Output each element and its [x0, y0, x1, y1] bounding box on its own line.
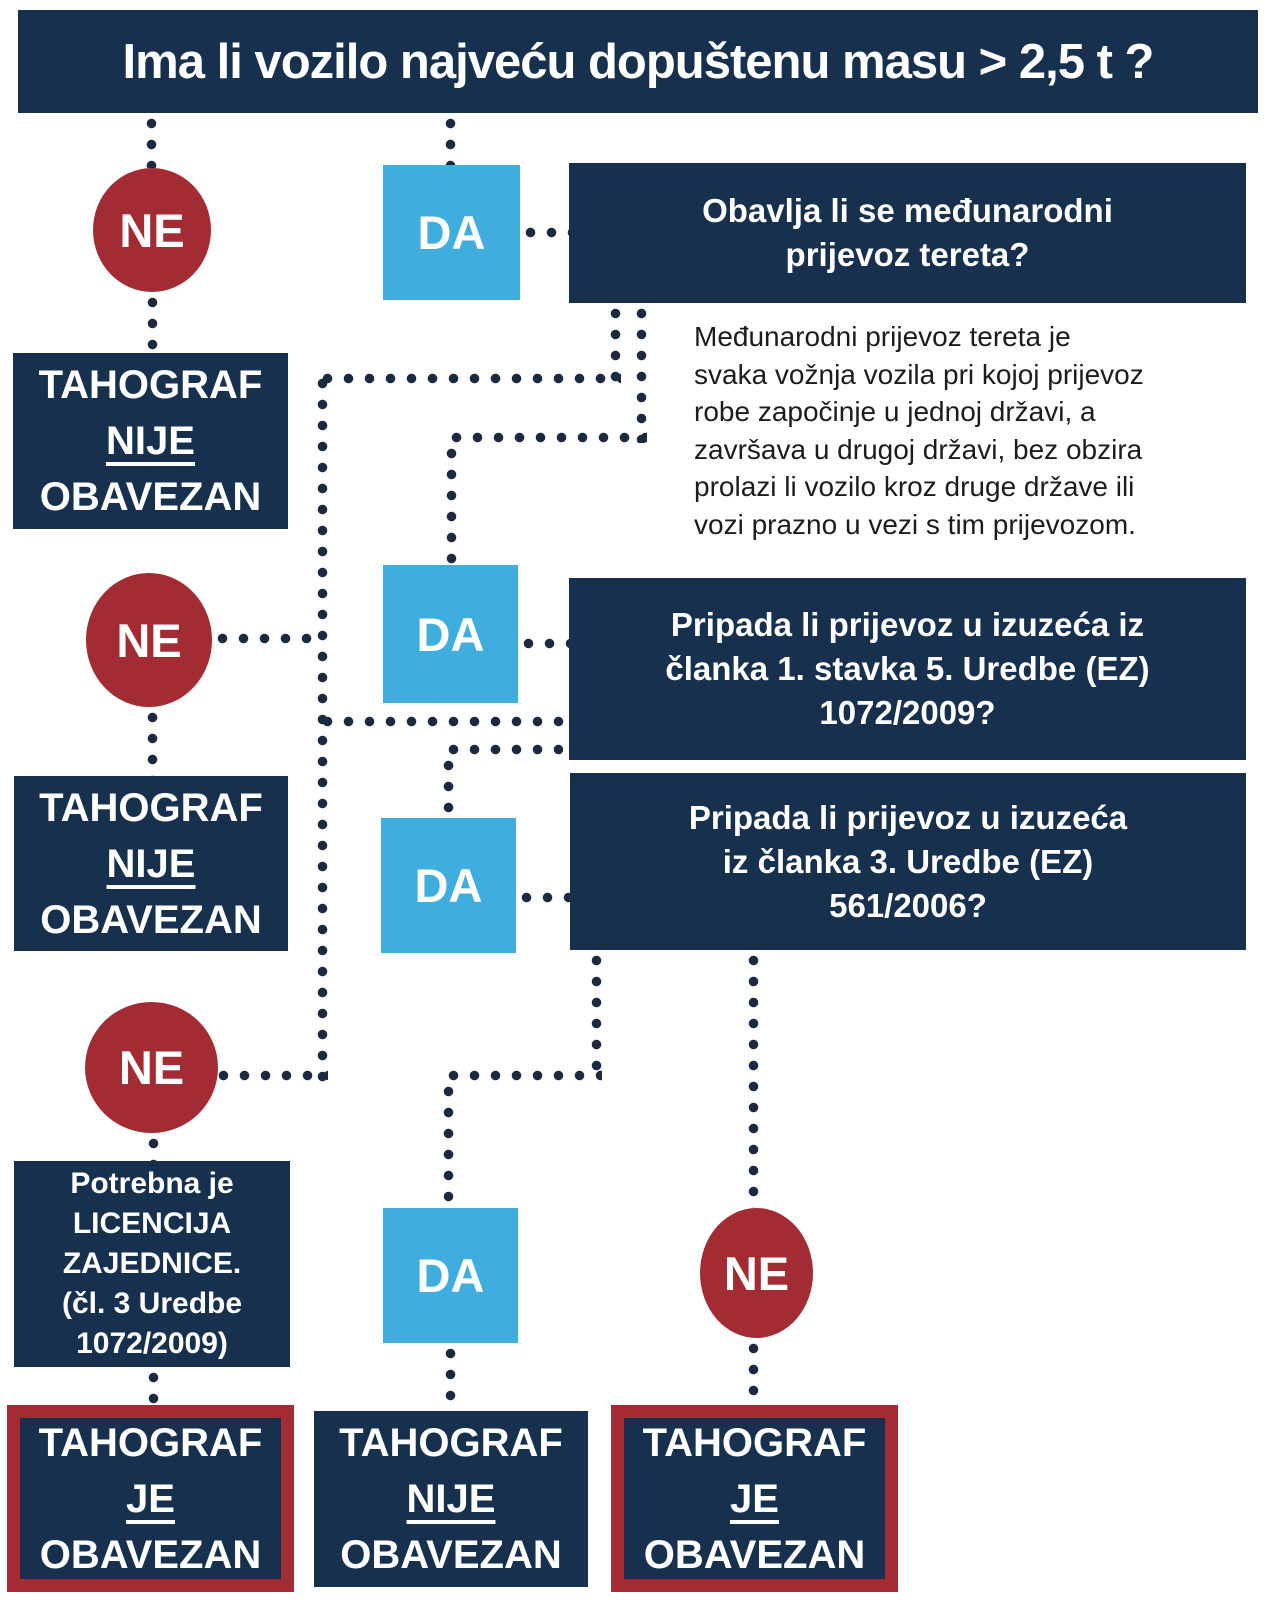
- question-exemption-561-2006: Pripada li prijevoz u izuzeća iz članka …: [570, 773, 1246, 950]
- connector-to-da4: [443, 1081, 454, 1208]
- badge-da-2: DA: [383, 565, 518, 703]
- connector-ne3-to-licence: [148, 1133, 159, 1161]
- connector-q1-da-across: [446, 432, 647, 443]
- connector-q3-da-across: [443, 1070, 602, 1081]
- connector-to-da2: [446, 443, 457, 565]
- connector-q2-ne-across: [317, 716, 569, 727]
- connector-ne4-to-bottom-right: [748, 1338, 759, 1405]
- connector-da3-to-q3: [516, 892, 570, 903]
- outcome-tachograph-required-bottom-right: TAHOGRAF JE OBAVEZAN: [611, 1405, 898, 1592]
- outcome-line-underlined: JE: [730, 1476, 779, 1521]
- badge-ne-2: NE: [86, 573, 212, 707]
- title-question-mass: Ima li vozilo najveću dopuštenu masu > 2…: [18, 10, 1258, 113]
- outcome-tachograph-not-required-1: TAHOGRAF NIJE OBAVEZAN: [13, 353, 288, 529]
- connector-to-da3: [443, 755, 454, 818]
- outcome-line: TAHOGRAF: [39, 785, 263, 830]
- connector-ne2-to-box2: [147, 707, 158, 776]
- outcome-community-licence-required: Potrebna je LICENCIJA ZAJEDNICE. (čl. 3 …: [14, 1161, 290, 1367]
- connector-title-to-da1: [445, 113, 456, 165]
- outcome-line: TAHOGRAF: [642, 1420, 867, 1465]
- outcome-line: OBAVEZAN: [340, 1533, 562, 1577]
- badge-da-4: DA: [383, 1208, 518, 1343]
- connector-da2-to-q2: [518, 638, 569, 649]
- connector-da4-to-bottom-middle: [445, 1343, 456, 1411]
- outcome-line-underlined: NIJE: [106, 419, 195, 463]
- outcome-line: OBAVEZAN: [39, 475, 262, 519]
- outcome-line-underlined: JE: [126, 1476, 175, 1521]
- connector-licence-to-bottom-left: [148, 1367, 159, 1405]
- connector-ne-trunk-vertical: [317, 373, 328, 1086]
- outcome-line: OBAVEZAN: [643, 1532, 866, 1577]
- badge-da-3: DA: [381, 818, 516, 953]
- outcome-line: TAHOGRAF: [339, 1421, 563, 1465]
- badge-ne-3: NE: [85, 1002, 218, 1133]
- connector-q3-ne-to-ne4: [748, 950, 759, 1208]
- question-international-transport: Obavlja li se međunarodni prijevoz teret…: [569, 163, 1246, 303]
- connector-q1-ne-down: [610, 303, 621, 384]
- connector-q1-ne-across: [317, 373, 621, 384]
- outcome-line-underlined: NIJE: [406, 1477, 496, 1521]
- connector-trunk-to-ne3: [213, 1070, 328, 1081]
- connector-q2-da-across: [443, 744, 563, 755]
- note-international-transport-definition: Međunarodni prijevoz tereta je svaka vož…: [694, 321, 1144, 540]
- badge-ne-4: NE: [700, 1208, 813, 1338]
- outcome-tachograph-not-required-2: TAHOGRAF NIJE OBAVEZAN: [14, 776, 288, 951]
- outcome-line: TAHOGRAF: [38, 363, 263, 407]
- connector-title-to-ne1: [146, 113, 157, 168]
- outcome-line-underlined: NIJE: [106, 841, 196, 886]
- outcome-line: OBAVEZAN: [40, 897, 262, 942]
- connector-q3-da-down: [591, 950, 602, 1081]
- badge-da-1: DA: [383, 165, 520, 300]
- outcome-tachograph-not-required-bottom-middle: TAHOGRAF NIJE OBAVEZAN: [314, 1411, 588, 1587]
- outcome-line: TAHOGRAF: [38, 1420, 263, 1465]
- connector-ne1-to-box1: [147, 292, 158, 353]
- badge-ne-1: NE: [93, 168, 211, 292]
- connector-trunk-to-ne2: [212, 633, 317, 644]
- connector-da1-to-q1: [520, 227, 569, 238]
- outcome-tachograph-required-bottom-left: TAHOGRAF JE OBAVEZAN: [7, 1405, 294, 1592]
- outcome-line: OBAVEZAN: [39, 1532, 262, 1577]
- question-exemption-1072-2009: Pripada li prijevoz u izuzeća iz članka …: [569, 578, 1246, 760]
- connector-q1-da-down: [636, 303, 647, 443]
